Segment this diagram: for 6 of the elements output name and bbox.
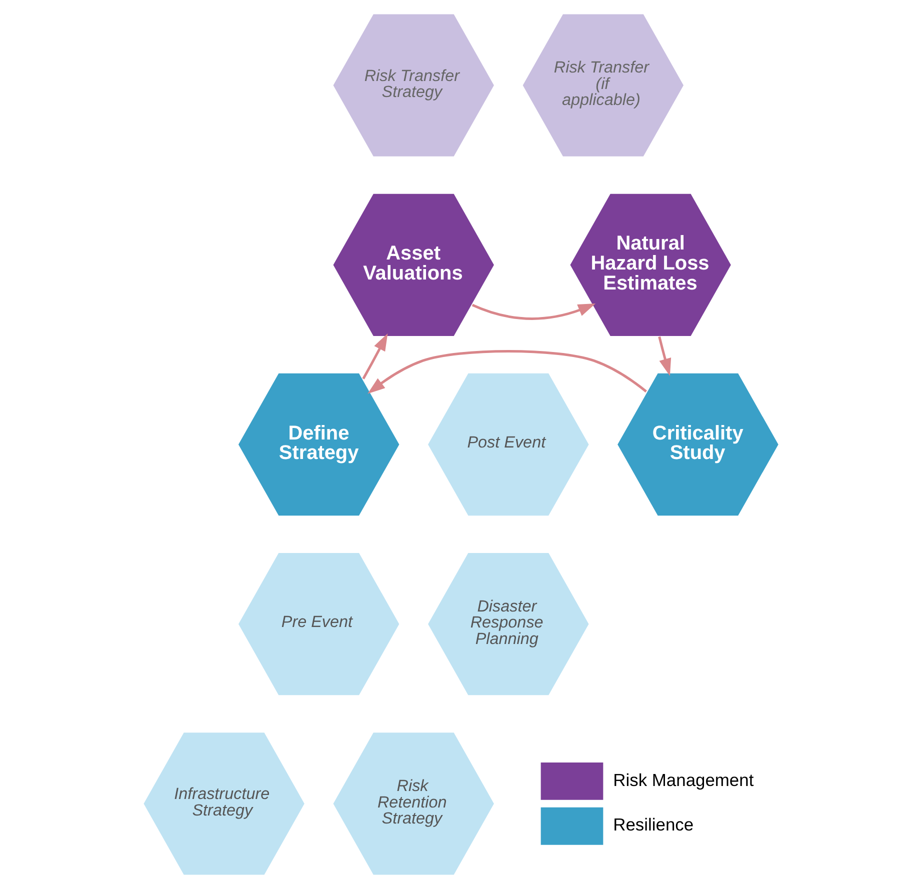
arrow: [471, 303, 596, 320]
arrow: [362, 333, 388, 380]
legend-label: Resilience: [612, 814, 694, 835]
arrow: [367, 350, 646, 394]
arrow: [658, 336, 671, 376]
legend-label: Risk Management: [612, 770, 754, 790]
